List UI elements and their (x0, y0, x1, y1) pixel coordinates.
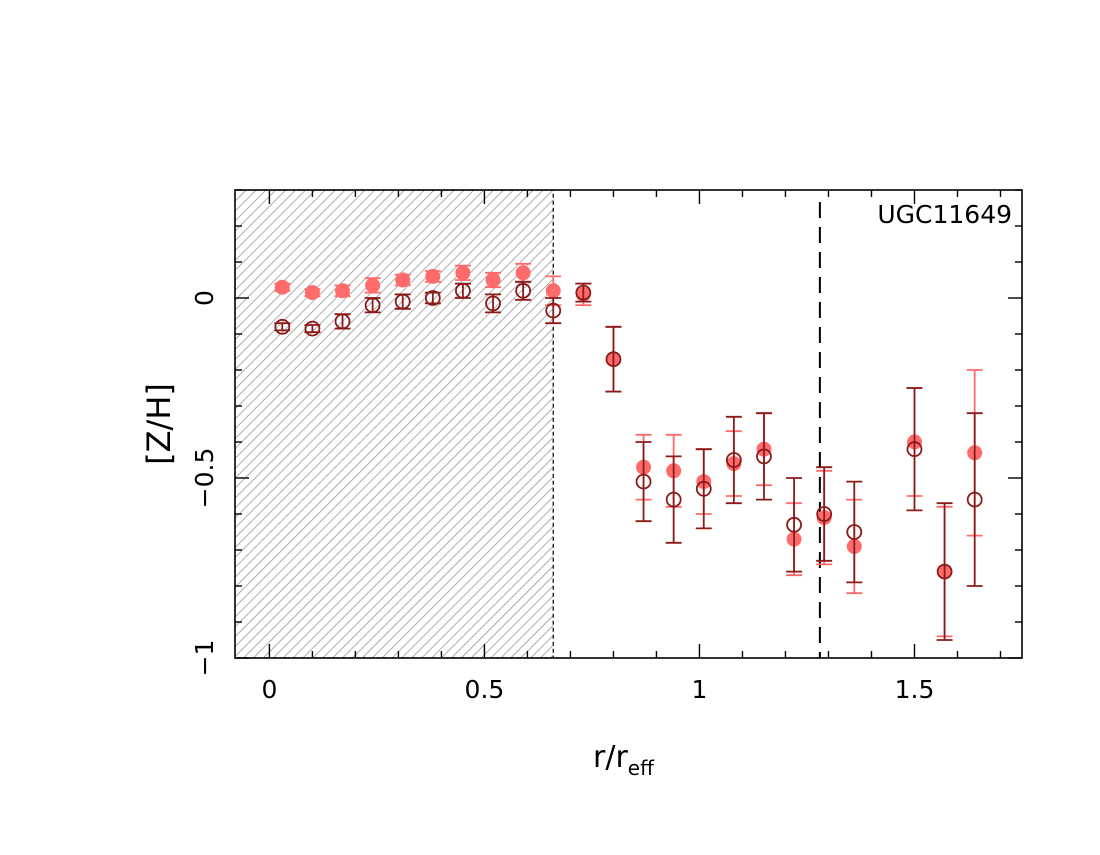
filled-point (394, 272, 411, 288)
y-tick-label: −1 (190, 640, 219, 677)
y-tick-label: 0 (190, 290, 219, 306)
filled-point (454, 264, 471, 281)
open-point (665, 455, 682, 544)
marker-open (786, 516, 802, 533)
open-point (274, 318, 291, 335)
open-point (515, 280, 532, 301)
marker-open (424, 290, 441, 306)
marker-filled (485, 272, 501, 288)
marker-open (816, 506, 833, 522)
open-point (545, 297, 562, 325)
marker-open (605, 351, 622, 368)
open-point (424, 290, 441, 306)
open-point (725, 415, 742, 505)
open-point (304, 320, 321, 337)
open-point (816, 466, 833, 562)
hatched-region (235, 190, 554, 658)
open-point (454, 282, 471, 299)
marker-open (575, 284, 592, 301)
filled-point (334, 283, 351, 299)
marker-open (906, 441, 923, 458)
open-point (575, 282, 592, 303)
x-tick-label: 0 (261, 675, 277, 704)
marker-open (725, 452, 742, 468)
x-axis-label: r/reff (593, 740, 655, 780)
filled-point (485, 271, 502, 289)
marker-open (966, 491, 983, 508)
open-point (695, 448, 712, 530)
filled-point (274, 279, 291, 295)
marker-open (455, 282, 471, 299)
open-point (906, 387, 923, 512)
marker-open (304, 320, 321, 337)
open-point (755, 412, 772, 501)
plot-frame (234, 189, 1023, 659)
open-point (936, 502, 953, 641)
filled-point (424, 268, 441, 284)
x-tick-label: 1.5 (895, 675, 935, 704)
open-point (485, 293, 502, 314)
data-points-layer (274, 262, 983, 641)
marker-filled (365, 277, 381, 293)
marker-filled (515, 265, 531, 281)
marker-filled (304, 285, 320, 301)
open-point (846, 480, 863, 584)
open-point (605, 325, 622, 393)
marker-open (665, 491, 682, 508)
chart-title: UGC11649 (877, 200, 1012, 229)
filled-point (364, 277, 381, 294)
marker-filled (335, 283, 351, 299)
y-tick-label: −0.5 (190, 448, 219, 509)
marker-open (334, 313, 351, 330)
marker-filled (425, 268, 441, 284)
open-point (334, 313, 351, 330)
marker-open (394, 293, 411, 310)
ticks-layer: 0 0.5 1 1.5 0 −0.5 −1 (190, 189, 1022, 704)
marker-filled (395, 272, 411, 288)
marker-open (274, 318, 291, 335)
x-tick-label: 1 (692, 675, 708, 704)
marker-open (364, 297, 381, 314)
open-point (635, 441, 652, 523)
marker-open (936, 563, 953, 580)
open-point (364, 297, 381, 314)
open-point (966, 412, 983, 587)
marker-open (485, 295, 501, 312)
marker-open (545, 302, 562, 319)
marker-filled (274, 279, 290, 295)
marker-open (846, 524, 863, 540)
open-point (394, 293, 411, 310)
open-point (786, 477, 803, 573)
marker-open (515, 282, 532, 299)
marker-filled (545, 283, 561, 299)
hatched-region-layer (235, 190, 554, 658)
marker-open (635, 473, 652, 490)
marker-open (695, 480, 712, 497)
filled-point (304, 285, 321, 301)
marker-filled (455, 265, 471, 281)
x-tick-label: 0.5 (465, 675, 505, 704)
marker-open (756, 448, 772, 465)
y-axis-label: [Z/H] (140, 383, 178, 465)
